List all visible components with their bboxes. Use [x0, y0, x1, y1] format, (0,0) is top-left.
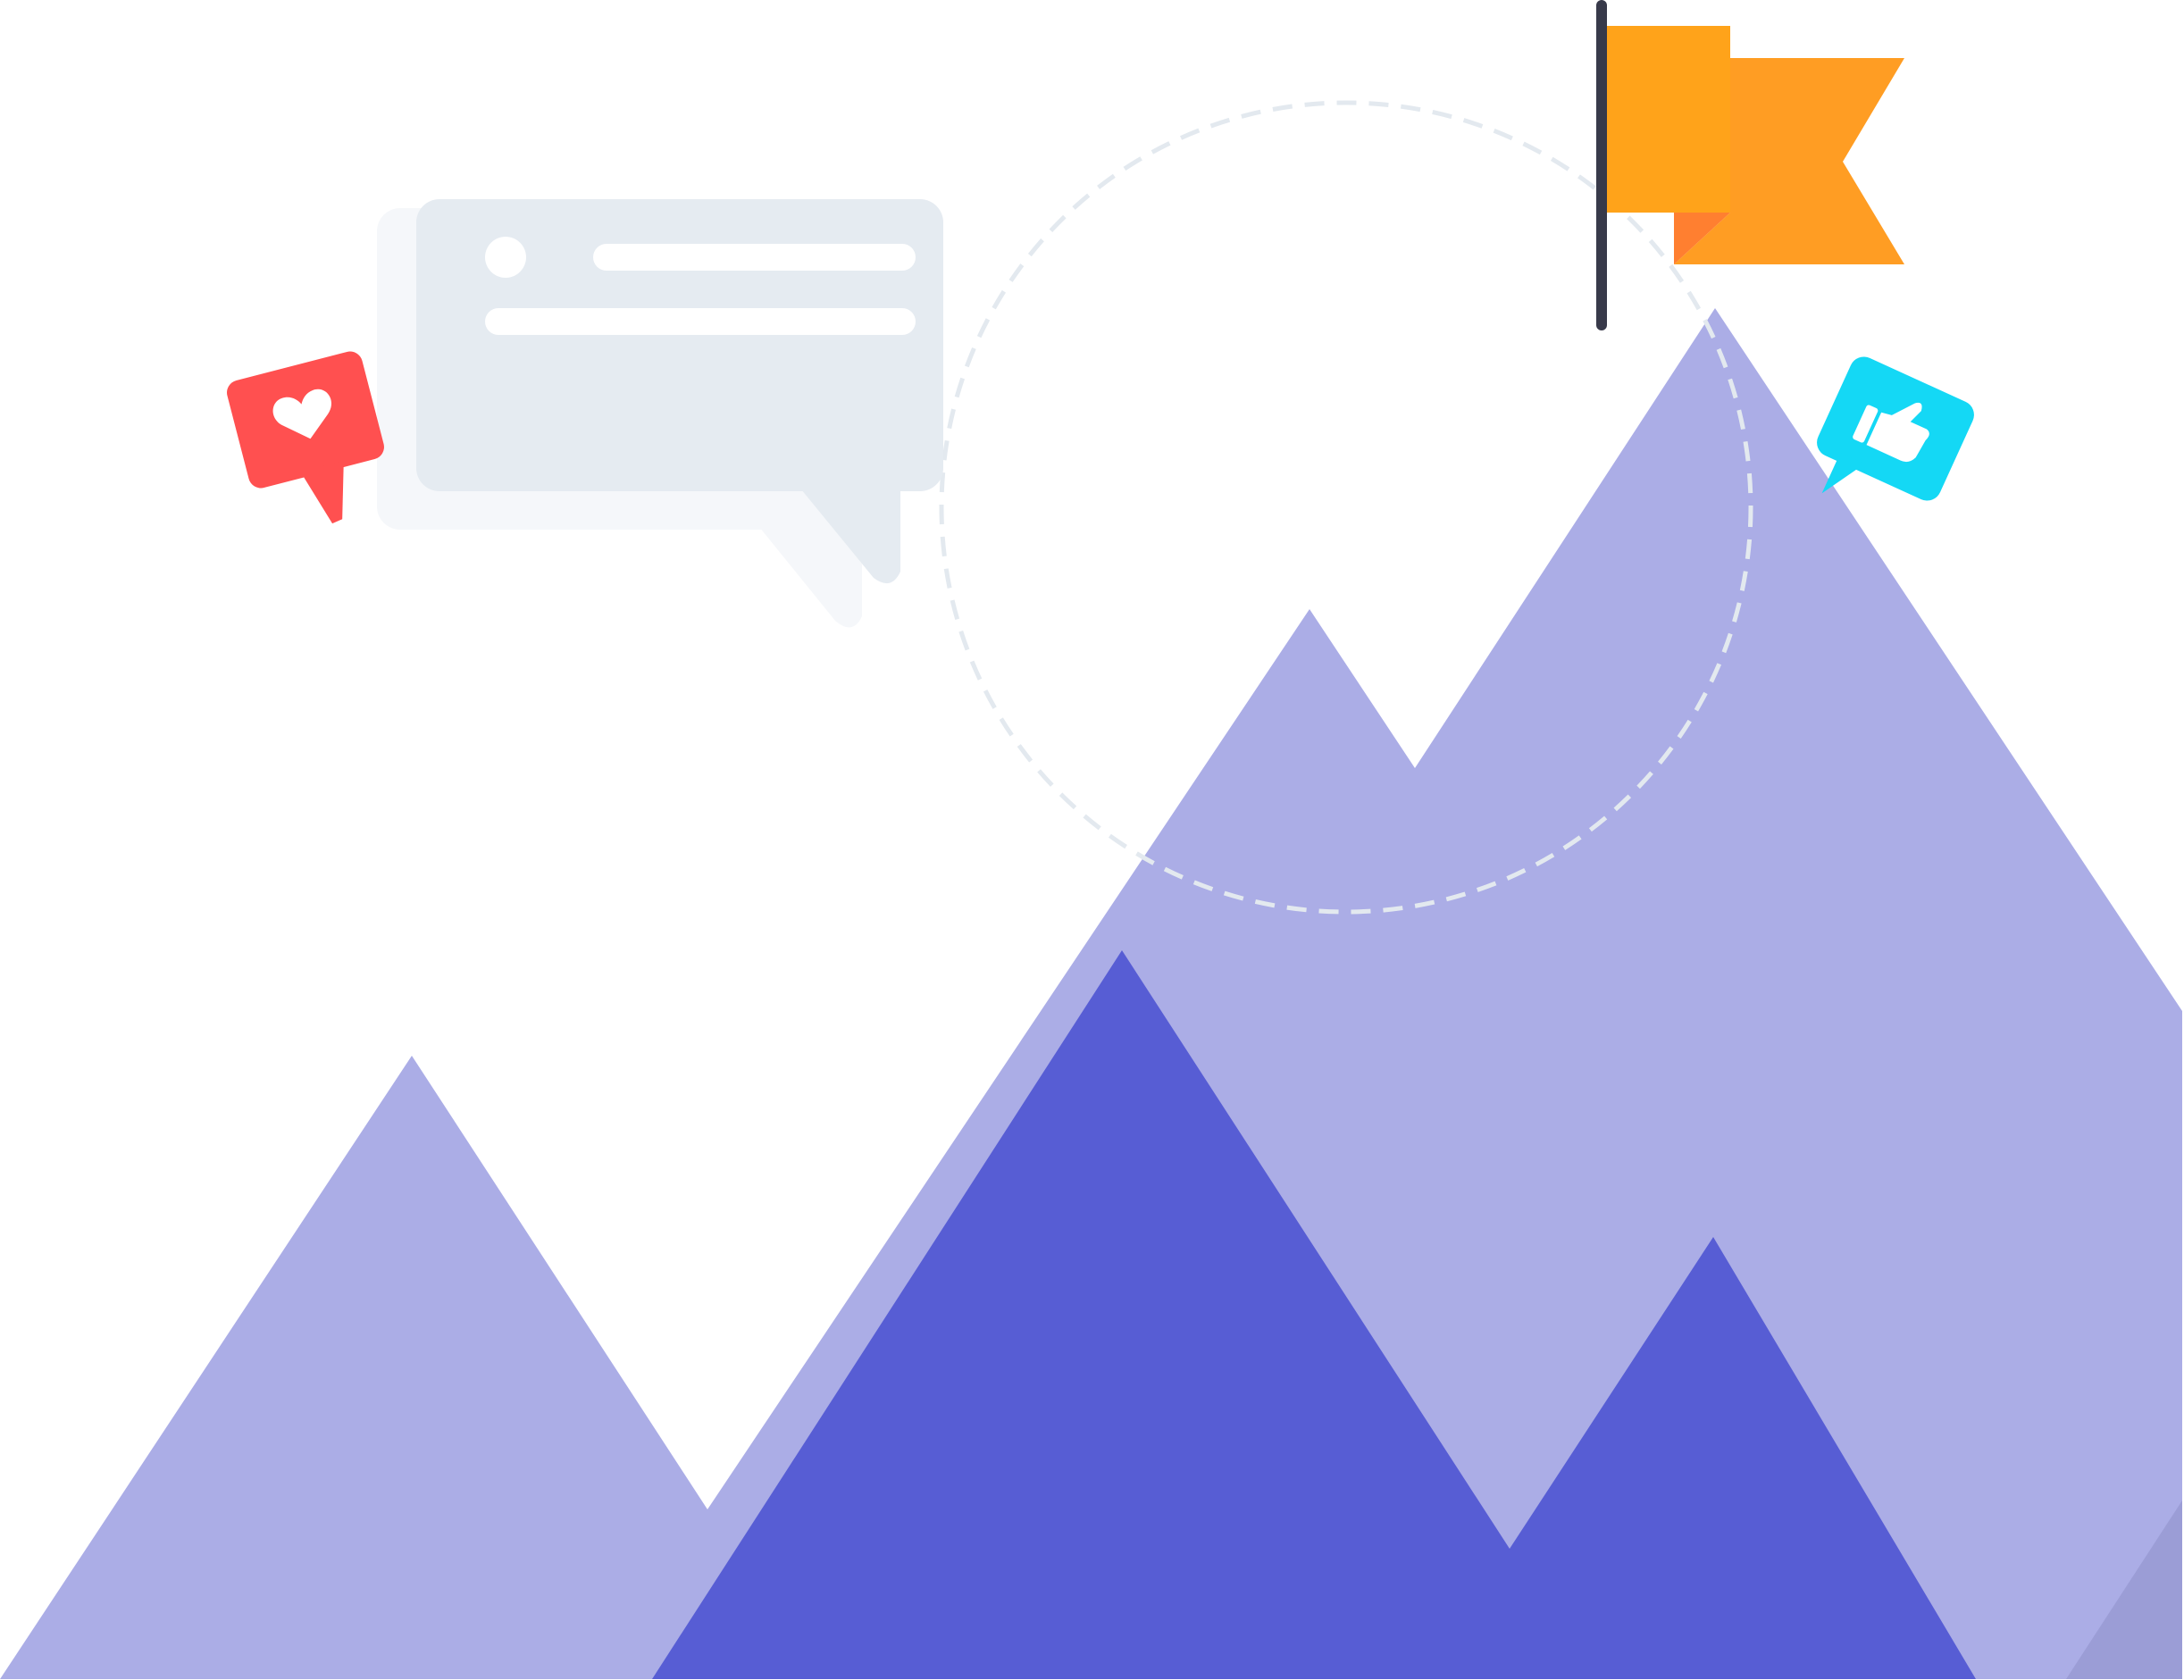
thumbs-up-icon: [1817, 356, 1974, 501]
front-mountain: [652, 950, 1976, 1679]
flag-pole: [1596, 0, 1607, 330]
dashed-circle: [939, 100, 1753, 915]
heart-icon: [227, 351, 384, 524]
back-mountains: [0, 308, 2182, 1679]
chat-bubble-icon: [377, 199, 943, 628]
mountain-shadow: [2066, 1500, 2182, 1679]
flag-icon: [1596, 0, 1904, 330]
